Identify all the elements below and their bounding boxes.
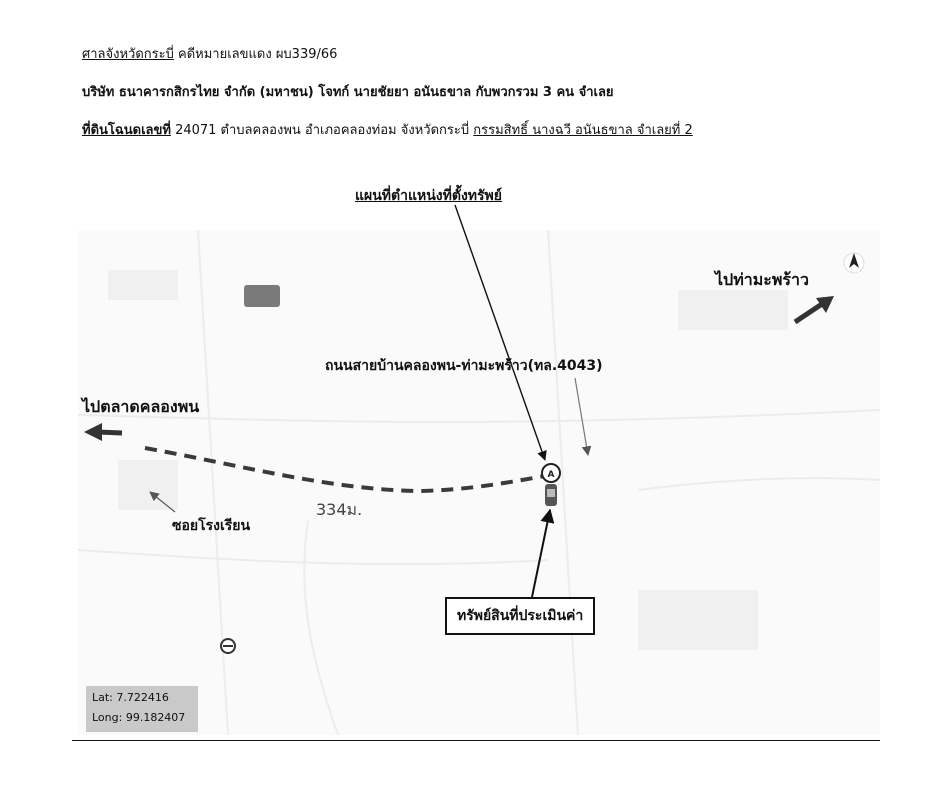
north-arrow-icon [843, 252, 865, 274]
property-label: ทรัพย์สินที่ประเมินค่า [457, 608, 584, 624]
map-panel [77, 229, 881, 736]
faint-street [77, 549, 549, 566]
land-owner: กรรมสิทธิ์ นางฉวี อนันธขาล จำเลยที่ 2 [473, 123, 693, 138]
road-pointer-arrow [574, 377, 592, 456]
map-base [77, 229, 881, 736]
property-label-box: ทรัพย์สินที่ประเมินค่า [445, 597, 596, 635]
road-label: ถนนสายบ้านคลองพน-ท่ามะพร้าว(ทล.4043) [325, 358, 603, 374]
faint-street [77, 409, 881, 423]
land-deed-label: ที่ดินโฉนดเลขที่ [82, 123, 171, 138]
latitude-text: Lat: 7.722416 [92, 691, 169, 704]
faint-street [547, 229, 579, 736]
distance-label: 334ม. [316, 500, 363, 519]
faint-street [637, 477, 881, 491]
direction-right-label: ไปท่ามะพร้าว [715, 270, 809, 289]
court-name: ศาลจังหวัดกระบี่ [82, 47, 174, 62]
title-pointer-arrow [454, 204, 547, 461]
map-title: แผนที่ตำแหน่งที่ตั้งทรัพย์ [355, 188, 502, 204]
header-line-land: ที่ดินโฉนดเลขที่ 24071 ตำบลคลองพน อำเภอค… [82, 122, 693, 140]
coordinates-box: Lat: 7.722416 Long: 99.182407 [86, 686, 198, 732]
land-location: 24071 ตำบลคลองพน อำเภอคลองท่อม จังหวัดกร… [170, 123, 474, 138]
longitude-text: Long: 99.182407 [92, 711, 186, 724]
property-pointer-arrow [531, 508, 555, 598]
faint-block [678, 290, 788, 330]
soi-label: ซอยโรงเรียน [172, 518, 251, 534]
poi-icon [220, 638, 236, 654]
case-number: คดีหมายเลขแดง ผบ339/66 [173, 47, 338, 62]
faint-block [118, 460, 178, 510]
faint-block [108, 270, 178, 300]
header-line-parties: บริษัท ธนาคารกสิกรไทย จำกัด (มหาชน) โจทก… [82, 84, 614, 102]
property-marker-icon: A [541, 463, 561, 506]
faint-street [303, 519, 339, 736]
direction-left-label: ไปตลาดคลองพน [82, 397, 200, 416]
soi-pointer-arrow [149, 491, 176, 513]
header-line-court: ศาลจังหวัดกระบี่ คดีหมายเลขแดง ผบ339/66 [82, 46, 337, 64]
route-line [144, 446, 546, 494]
marker-letter: A [548, 470, 555, 480]
direction-left-arrow-icon [84, 423, 123, 441]
bottom-divider [72, 740, 880, 741]
direction-right-arrow-icon [793, 296, 834, 325]
faint-block [638, 590, 758, 650]
parties-text: บริษัท ธนาคารกสิกรไทย จำกัด (มหาชน) โจทก… [82, 85, 614, 100]
building-marker [244, 285, 280, 307]
